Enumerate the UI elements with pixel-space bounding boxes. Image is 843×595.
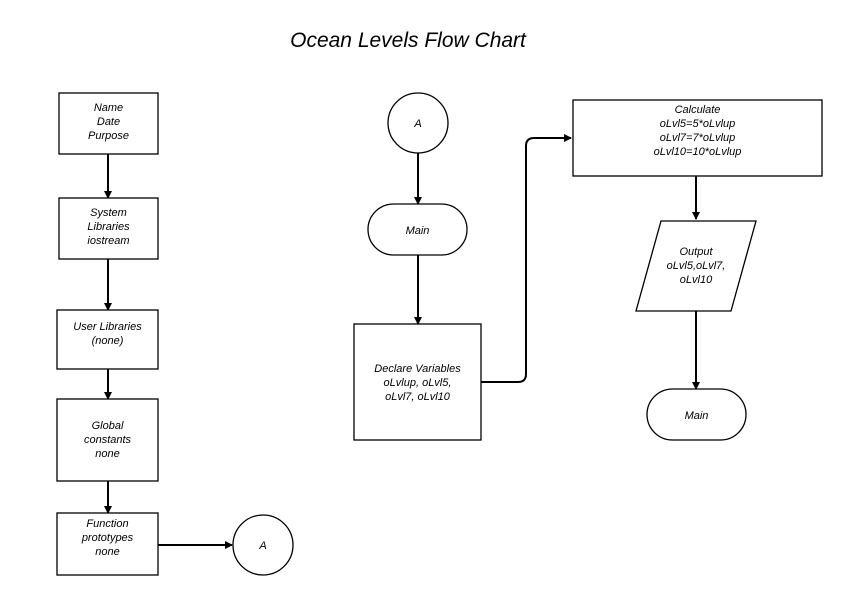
node-function-prototypes-line-3: none <box>95 546 119 558</box>
node-declare-variables-line-1: Declare Variables <box>374 363 461 375</box>
node-user-libraries-line-2: (none) <box>92 335 124 347</box>
node-declare-variables-line-2: oLvlup, oLvl5, <box>384 377 452 389</box>
node-header: Name Date Purpose <box>58 92 159 155</box>
node-user-libraries-line-1: User Libraries <box>73 321 142 333</box>
node-main-start-label: Main <box>406 225 430 237</box>
node-calculate-line-4: oLvl10=10*oLvlup <box>654 146 742 158</box>
node-connector-in-label: A <box>413 118 421 130</box>
node-system-libraries-line-2: Libraries <box>87 221 130 233</box>
chart-title: Ocean Levels Flow Chart <box>290 29 527 52</box>
edges <box>104 134 700 549</box>
node-global-constants-line-1: Global <box>92 420 124 432</box>
node-system-libraries-line-1: System <box>90 207 127 219</box>
node-output-line-3: oLvl10 <box>680 274 713 286</box>
node-global-constants-line-2: constants <box>84 434 132 446</box>
node-header-line-3: Purpose <box>88 130 129 142</box>
node-output-line-1: Output <box>679 246 713 258</box>
node-global-constants: Global constants none <box>56 398 159 482</box>
node-header-line-2: Date <box>97 116 120 128</box>
node-global-constants-line-3: none <box>95 448 119 460</box>
node-system-libraries-line-3: iostream <box>87 235 129 247</box>
node-function-prototypes-line-2: prototypes <box>81 532 134 544</box>
node-output-line-2: oLvl5,oLvl7, <box>667 260 726 272</box>
node-connector-out-label: A <box>258 540 266 552</box>
node-calculate-line-3: oLvl7=7*oLvlup <box>660 132 736 144</box>
node-function-prototypes-line-1: Function <box>86 518 128 530</box>
node-calculate-line-1: Calculate <box>675 104 721 116</box>
node-connector-out: A <box>232 514 294 576</box>
node-main-end: Main <box>646 388 747 441</box>
node-user-libraries: User Libraries (none) <box>56 309 159 370</box>
node-header-line-1: Name <box>94 102 123 114</box>
node-calculate: Calculate oLvl5=5*oLvlup oLvl7=7*oLvlup … <box>572 99 823 177</box>
node-declare-variables: Declare Variables oLvlup, oLvl5, oLvl7, … <box>353 323 482 441</box>
edge-declare-variables-to-calculate <box>481 134 572 383</box>
node-function-prototypes: Function prototypes none <box>56 512 159 576</box>
node-system-libraries: System Libraries iostream <box>58 197 159 260</box>
node-main-end-label: Main <box>685 410 709 422</box>
node-main-start: Main <box>367 203 468 256</box>
node-calculate-line-2: oLvl5=5*oLvlup <box>660 118 736 130</box>
node-declare-variables-line-3: oLvl7, oLvl10 <box>385 391 451 403</box>
node-output: Output oLvl5,oLvl7, oLvl10 <box>635 220 757 312</box>
node-connector-in: A <box>387 92 449 154</box>
